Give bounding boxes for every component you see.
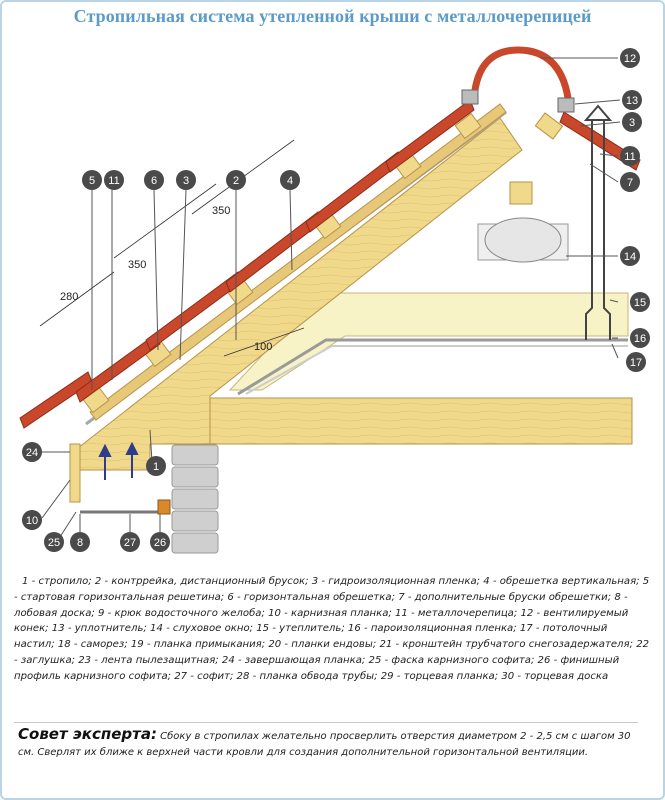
dim-280: 280 bbox=[60, 291, 78, 303]
airflow-arrows bbox=[98, 441, 139, 480]
callout-8: 8 bbox=[70, 532, 90, 552]
svg-text:12: 12 bbox=[624, 53, 636, 65]
dim-100: 100 bbox=[254, 341, 272, 353]
callout-1: 1 bbox=[146, 456, 166, 476]
callout-3-left: 3 bbox=[176, 170, 196, 190]
svg-text:7: 7 bbox=[627, 177, 633, 189]
expert-tip: Совет эксперта: Сбоку в стропилах желате… bbox=[18, 725, 646, 760]
metal-tile-roof bbox=[19, 99, 641, 429]
divider bbox=[14, 722, 638, 723]
svg-text:27: 27 bbox=[124, 537, 136, 549]
svg-text:8: 8 bbox=[77, 537, 83, 549]
callout-14: 14 bbox=[620, 246, 640, 266]
horizontal-battens bbox=[82, 112, 564, 414]
roof-diagram: 280 350 350 100 5 bbox=[19, 46, 650, 554]
dimension-labels: 280 350 350 100 bbox=[60, 205, 272, 353]
svg-text:15: 15 bbox=[634, 297, 646, 309]
page-title: Стропильная система утепленной крыши с м… bbox=[73, 6, 592, 26]
callout-10: 10 bbox=[22, 510, 42, 530]
svg-text:10: 10 bbox=[26, 515, 38, 527]
svg-text:5: 5 bbox=[89, 175, 95, 187]
svg-text:17: 17 bbox=[630, 357, 642, 369]
svg-text:14: 14 bbox=[624, 251, 636, 263]
callout-7: 7 bbox=[620, 172, 640, 192]
callout-3-right: 3 bbox=[622, 112, 642, 132]
callout-5: 5 bbox=[82, 170, 102, 190]
svg-text:25: 25 bbox=[48, 537, 60, 549]
dim-350-upper: 350 bbox=[212, 205, 230, 217]
expert-tip-text: Сбоку в стропилах желательно просверлить… bbox=[18, 731, 631, 758]
svg-text:1: 1 bbox=[153, 461, 159, 473]
callout-12: 12 bbox=[620, 48, 640, 68]
callout-11-left: 11 bbox=[104, 170, 124, 190]
callout-16: 16 bbox=[630, 328, 650, 348]
svg-text:2: 2 bbox=[233, 175, 239, 187]
callout-4: 4 bbox=[280, 170, 300, 190]
callout-2: 2 bbox=[226, 170, 246, 190]
legend-text: 1 - стропило; 2 - контррейка, дистанцион… bbox=[14, 576, 650, 682]
expert-tip-title: Совет эксперта: bbox=[18, 725, 157, 743]
vapor-barrier bbox=[237, 338, 628, 396]
svg-text:26: 26 bbox=[154, 537, 166, 549]
rafter bbox=[77, 117, 523, 471]
svg-text:11: 11 bbox=[108, 175, 119, 187]
callout-17: 17 bbox=[626, 352, 646, 372]
vent-pipe bbox=[583, 104, 613, 340]
counter-battens bbox=[89, 103, 507, 421]
svg-text:6: 6 bbox=[151, 175, 157, 187]
callout-11-right: 11 bbox=[620, 146, 640, 166]
callout-13: 13 bbox=[622, 90, 642, 110]
svg-text:4: 4 bbox=[287, 175, 293, 187]
ventilated-ridge bbox=[470, 46, 572, 99]
callout-24: 24 bbox=[22, 442, 42, 462]
fascia-board bbox=[69, 443, 81, 503]
svg-text:3: 3 bbox=[183, 175, 189, 187]
svg-text:16: 16 bbox=[634, 333, 646, 345]
svg-text:11: 11 bbox=[624, 151, 635, 163]
callout-15: 15 bbox=[630, 292, 650, 312]
brick-wall bbox=[171, 444, 219, 554]
svg-text:24: 24 bbox=[26, 447, 38, 459]
ceiling-beam bbox=[171, 397, 633, 445]
callout-27: 27 bbox=[120, 532, 140, 552]
dormer-window-icon bbox=[477, 181, 569, 263]
svg-text:13: 13 bbox=[626, 95, 638, 107]
callout-25: 25 bbox=[44, 532, 64, 552]
svg-text:3: 3 bbox=[629, 117, 635, 129]
callouts: 5 11 6 3 2 4 12 13 bbox=[22, 48, 650, 552]
callout-6: 6 bbox=[144, 170, 164, 190]
dim-350-lower: 350 bbox=[128, 259, 146, 271]
callout-26: 26 bbox=[150, 532, 170, 552]
